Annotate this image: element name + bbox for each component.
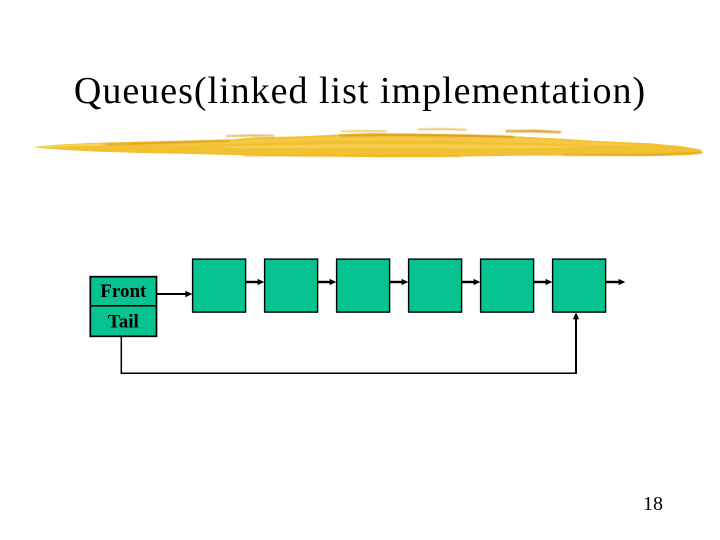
svg-text:Front: Front xyxy=(100,281,147,302)
svg-text:Tail: Tail xyxy=(108,312,139,333)
